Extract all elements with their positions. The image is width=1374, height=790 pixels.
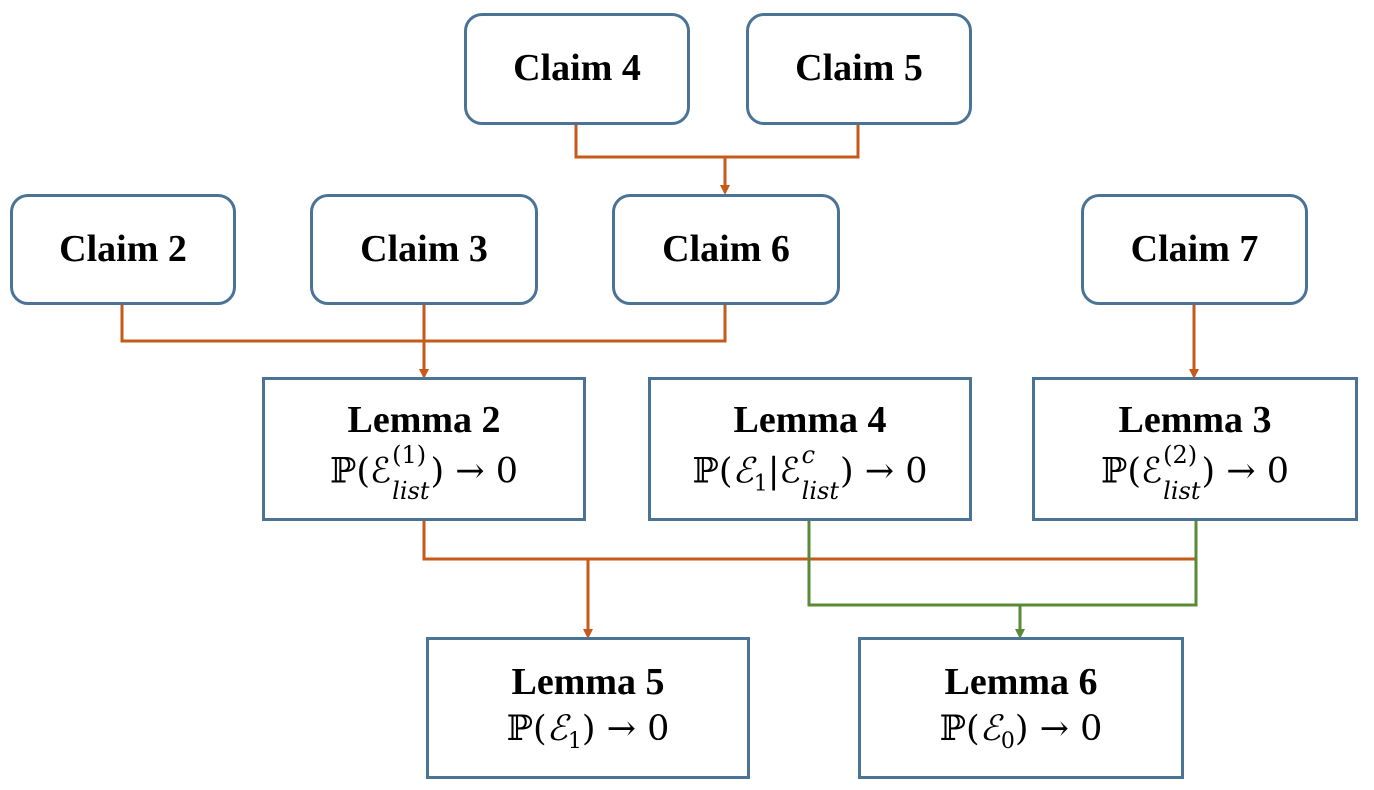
edge-lemmas-to-lemma6-bracket bbox=[807, 521, 1198, 607]
lemma-3-formula: ℙ(ℰ(2)list) → 0 bbox=[1101, 440, 1289, 505]
lemma-2-title: Lemma 2 bbox=[347, 399, 501, 442]
lemma-6-formula: ℙ(ℰ0) → 0 bbox=[939, 708, 1103, 754]
claim-2-label: Claim 2 bbox=[59, 227, 187, 270]
claim-4-label: Claim 4 bbox=[513, 47, 641, 90]
claim-7-box: Claim 7 bbox=[1081, 194, 1308, 305]
lemma-6-title: Lemma 6 bbox=[944, 661, 1098, 703]
claim-5-box: Claim 5 bbox=[746, 13, 972, 125]
lemma-3-box: Lemma 3 ℙ(ℰ(2)list) → 0 bbox=[1032, 377, 1358, 521]
claim-3-box: Claim 3 bbox=[310, 194, 538, 305]
lemma-4-title: Lemma 4 bbox=[733, 399, 887, 442]
lemma-2-box: Lemma 2 ℙ(ℰ(1)list) → 0 bbox=[262, 377, 586, 521]
lemma-6-box: Lemma 6 ℙ(ℰ0) → 0 bbox=[858, 637, 1184, 779]
claim-7-label: Claim 7 bbox=[1130, 227, 1259, 270]
claim-6-label: Claim 6 bbox=[662, 227, 790, 270]
claim-6-box: Claim 6 bbox=[612, 194, 840, 305]
edge-claim4-claim5-bracket bbox=[574, 124, 860, 159]
lemma-3-title: Lemma 3 bbox=[1118, 399, 1272, 442]
claim-3-label: Claim 3 bbox=[360, 227, 488, 270]
claim-2-box: Claim 2 bbox=[10, 194, 236, 305]
lemma-2-formula: ℙ(ℰ(1)list) → 0 bbox=[330, 440, 518, 505]
lemma-5-formula: ℙ(ℰ1) → 0 bbox=[506, 708, 670, 754]
lemma-5-title: Lemma 5 bbox=[511, 661, 665, 703]
claim-4-box: Claim 4 bbox=[464, 13, 690, 125]
lemma-5-box: Lemma 5 ℙ(ℰ1) → 0 bbox=[426, 637, 750, 779]
claim-5-label: Claim 5 bbox=[795, 47, 923, 90]
